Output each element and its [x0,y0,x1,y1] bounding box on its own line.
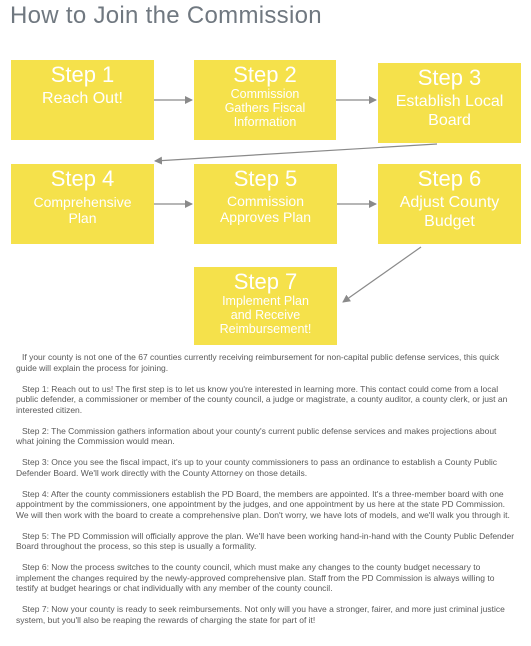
arrow-step3-to-step4 [154,143,438,165]
step-6-box: Step 6 Adjust County Budget [378,164,521,244]
step-7-number: Step 7 [233,269,298,294]
step-1-box: Step 1 Reach Out! [11,60,154,140]
step-5-box: Step 5 Commission Approves Plan [194,164,337,244]
page-title: How to Join the Commission [10,2,322,29]
step-4-label: Comprehensive Plan [33,194,132,226]
step-4-description: Step 4: After the county commissioners e… [16,488,510,520]
step-7-description: Step 7: Now your county is ready to seek… [16,604,505,625]
arrow-step6-to-step7 [342,246,422,303]
step-2-description: Step 2: The Commission gathers informati… [16,425,497,447]
step-4-box: Step 4 Comprehensive Plan [11,164,154,244]
step-2-box: Step 2 Commission Gathers Fiscal Informa… [194,60,336,140]
intro-paragraph: If your county is not one of the 67 coun… [16,352,500,373]
step-4-number: Step 4 [50,166,115,191]
step-5-label: Commission Approves Plan [219,193,312,225]
step-6-label: Adjust County Budget [399,194,500,230]
step-2-number: Step 2 [233,62,297,87]
step-3-number: Step 3 [417,65,482,90]
step-6-description: Step 6: Now the process switches to the … [16,562,495,593]
instructions-text: If your county is not one of the 67 coun… [16,352,516,625]
step-6-number: Step 6 [417,166,482,191]
step-2-label: Commission Gathers Fiscal Information [224,87,306,129]
step-7-box: Step 7 Implement Plan and Receive Reimbu… [194,267,337,345]
step-1-description: Step 1: Reach out to us! The first step … [16,383,508,415]
step-5-number: Step 5 [233,166,298,191]
step-3-box: Step 3 Establish Local Board [378,63,521,143]
step-5-description: Step 5: The PD Commission will officiall… [16,530,515,552]
step-3-description: Step 3: Once you see the fiscal impact, … [16,457,498,478]
step-1-number: Step 1 [50,62,115,87]
step-7-label: Implement Plan and Receive Reimbursement… [219,294,312,336]
step-1-label: Reach Out! [42,90,123,107]
step-3-label: Establish Local Board [395,93,504,129]
